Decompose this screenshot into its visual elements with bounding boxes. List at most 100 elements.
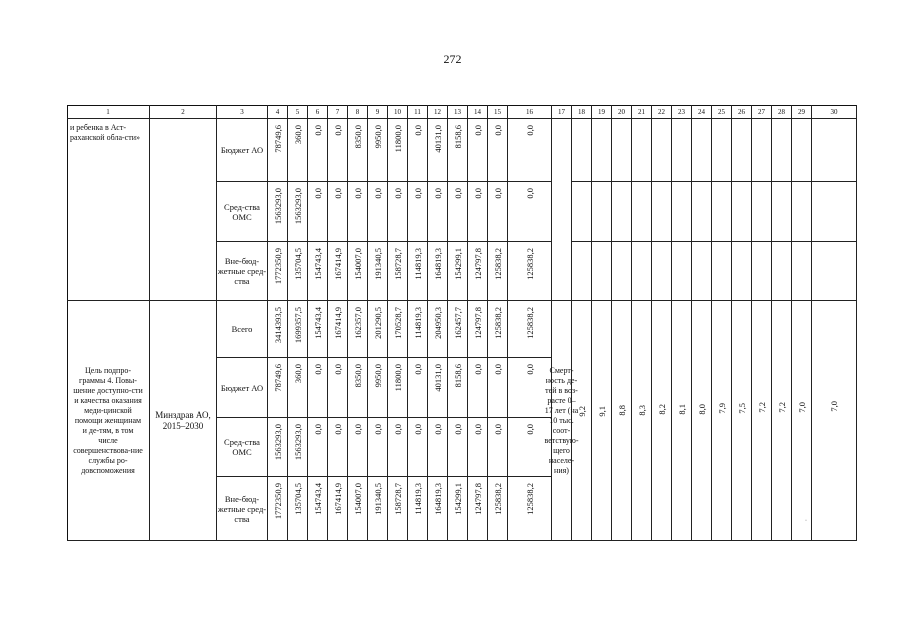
value-text: 114819,3 [412, 307, 423, 339]
value-cell: 1563293,0 [268, 418, 288, 477]
value-cell: 0,0 [488, 418, 508, 477]
value-text: 0,0 [332, 364, 343, 375]
page-number: 272 [443, 52, 462, 66]
value-cell: 114819,3 [408, 242, 428, 301]
value-cell: 0,0 [328, 182, 348, 242]
value-cell: 8158,6 [448, 358, 468, 418]
target-cell-empty [732, 119, 752, 182]
value-cell: 0,0 [408, 358, 428, 418]
target-cell: 8,1 [672, 301, 692, 541]
target-value: 8,8 [616, 405, 627, 416]
target-cell-empty [672, 182, 692, 242]
value-text: 40131,0 [432, 125, 443, 153]
target-cell-empty [792, 242, 812, 301]
target-cell-empty [652, 182, 672, 242]
column-header-14: 14 [468, 105, 488, 119]
target-cell-empty [672, 242, 692, 301]
indicator-cell: Смерт-ность де-тей в воз-расте 0–17 лет … [544, 301, 579, 541]
value-cell: 8350,0 [348, 119, 368, 182]
value-cell: 78749,6 [268, 358, 288, 418]
value-cell: 0,0 [308, 119, 328, 182]
column-header-11: 11 [408, 105, 428, 119]
column-header-28: 28 [772, 105, 792, 119]
value-text: 78749,6 [272, 125, 283, 153]
value-cell: 40131,0 [428, 358, 448, 418]
value-text: 78749,6 [272, 364, 283, 392]
executor-cell-empty [150, 119, 217, 301]
value-text: 0,0 [524, 125, 535, 136]
target-cell-empty [692, 242, 712, 301]
value-text: 0,0 [392, 424, 403, 435]
value-text: 0,0 [312, 364, 323, 375]
target-cell-empty [592, 182, 612, 242]
value-cell: 1772350,9 [268, 477, 288, 541]
column-header-30: 30 [812, 105, 857, 119]
value-cell: 162457,7 [448, 301, 468, 358]
value-cell: 191340,5 [368, 477, 388, 541]
value-text: 167414,9 [332, 248, 343, 280]
value-cell: 124797,8 [468, 242, 488, 301]
target-cell-empty [772, 242, 792, 301]
target-cell-empty [732, 182, 752, 242]
target-cell-empty [612, 182, 632, 242]
indicator-cell-empty [552, 119, 572, 301]
value-text: 11800,0 [392, 125, 403, 153]
target-cell-empty [752, 119, 772, 182]
value-cell: 8158,6 [448, 119, 468, 182]
value-text: 0,0 [412, 364, 423, 375]
column-header-6: 6 [308, 105, 328, 119]
funding-source: Сред-ства ОМС [217, 182, 268, 242]
value-cell: 9950,0 [368, 358, 388, 418]
target-cell-empty [692, 182, 712, 242]
target-cell-empty [612, 119, 632, 182]
column-header-19: 19 [592, 105, 612, 119]
target-cell: 9,1 [592, 301, 612, 541]
value-cell: 0,0 [468, 182, 488, 242]
target-cell-empty [652, 242, 672, 301]
value-cell: 135704,5 [288, 477, 308, 541]
column-header-10: 10 [388, 105, 408, 119]
value-text: 0,0 [472, 364, 483, 375]
funding-source: Бюджет АО [217, 358, 268, 418]
value-cell: 360,0 [288, 119, 308, 182]
value-cell: 125838,2 [488, 242, 508, 301]
funding-source: Бюджет АО [217, 119, 268, 182]
target-cell-empty [752, 242, 772, 301]
column-header-25: 25 [712, 105, 732, 119]
value-cell: 191340,5 [368, 242, 388, 301]
value-cell: 0,0 [508, 119, 552, 182]
value-text: 0,0 [432, 188, 443, 199]
value-cell: 125838,2 [488, 477, 508, 541]
value-cell: 158728,7 [388, 477, 408, 541]
value-text: 135704,5 [292, 483, 303, 515]
value-cell: 40131,0 [428, 119, 448, 182]
value-text: 125838,2 [492, 307, 503, 339]
value-text: 0,0 [412, 125, 423, 136]
value-text: 0,0 [372, 188, 383, 199]
target-cell: 8,8 [612, 301, 632, 541]
target-cell-empty [632, 182, 652, 242]
value-cell: 0,0 [428, 418, 448, 477]
target-value: 9,1 [596, 405, 607, 417]
value-text: 3414393,5 [272, 307, 283, 344]
executor-cell: Минздрав АО, 2015–2030 [150, 301, 217, 541]
value-text: 8158,6 [452, 125, 463, 149]
value-text: 40131,0 [432, 364, 443, 392]
value-cell: 0,0 [508, 418, 552, 477]
target-value: 7,5 [736, 402, 747, 414]
target-cell-empty [672, 119, 692, 182]
value-text: 204950,3 [432, 307, 443, 339]
target-cell-empty [812, 242, 857, 301]
value-text: 0,0 [524, 188, 535, 199]
value-cell: 154299,1 [448, 242, 468, 301]
value-text: 135704,5 [292, 248, 303, 280]
value-text: 158728,7 [392, 483, 403, 515]
value-text: 124797,8 [472, 307, 483, 339]
value-cell: 0,0 [308, 358, 328, 418]
value-text: 0,0 [472, 125, 483, 136]
target-cell-empty [712, 119, 732, 182]
value-text: 360,0 [292, 364, 303, 384]
target-cell-empty [612, 242, 632, 301]
value-text: 154299,1 [452, 483, 463, 515]
